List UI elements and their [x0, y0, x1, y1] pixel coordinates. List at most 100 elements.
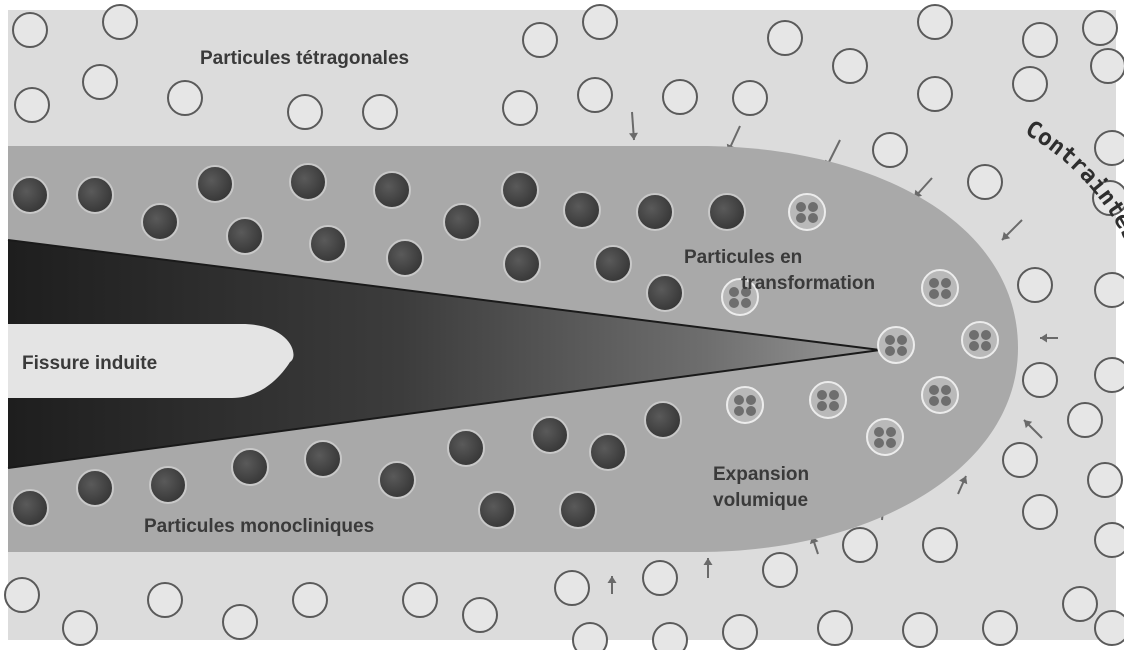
- tetragonal-particle: [583, 5, 617, 39]
- tetragonal-particle: [363, 95, 397, 129]
- tetragonal-particle: [1095, 273, 1124, 307]
- expansion-label-line2: volumique: [713, 488, 809, 514]
- transforming-particle: [922, 270, 958, 306]
- monoclinic-particle: [12, 490, 48, 526]
- tetragonal-particle: [555, 571, 589, 605]
- tetragonal-particle: [168, 81, 202, 115]
- monoclinic-particle: [290, 164, 326, 200]
- tetragonal-particle: [1088, 463, 1122, 497]
- tetragonal-particle: [1083, 11, 1117, 45]
- tetragonal-particle: [818, 611, 852, 645]
- tetragonal-particle: [1023, 23, 1057, 57]
- tetragonal-particle: [1095, 131, 1124, 165]
- transforming-particles-label: Particules en transformation: [684, 245, 875, 297]
- transforming-particle: [810, 382, 846, 418]
- tetragonal-particle: [983, 611, 1017, 645]
- expansion-label-line1: Expansion: [713, 462, 809, 488]
- tetragonal-particle: [903, 613, 937, 647]
- tetragonal-particle: [288, 95, 322, 129]
- monoclinic-particle: [595, 246, 631, 282]
- tetragonal-particle: [1023, 363, 1057, 397]
- tetragonal-particle: [1091, 49, 1124, 83]
- tetragonal-particle: [463, 598, 497, 632]
- monoclinic-particle: [504, 246, 540, 282]
- monoclinic-particle: [379, 462, 415, 498]
- monoclinic-particle: [310, 226, 346, 262]
- tetragonal-particle: [643, 561, 677, 595]
- monoclinic-particle: [77, 470, 113, 506]
- tetragonal-particle: [1095, 611, 1124, 645]
- transforming-particle: [727, 387, 763, 423]
- monoclinic-particle: [637, 194, 673, 230]
- transforming-particle: [962, 322, 998, 358]
- monoclinic-particle: [77, 177, 113, 213]
- tetragonal-particle: [918, 77, 952, 111]
- monoclinic-particle: [564, 192, 600, 228]
- tetragonal-particles-label: Particules tétragonales: [200, 49, 409, 68]
- tetragonal-particle: [833, 49, 867, 83]
- tetragonal-particle: [223, 605, 257, 639]
- tetragonal-particle: [918, 5, 952, 39]
- tetragonal-particle: [763, 553, 797, 587]
- tetragonal-particle: [148, 583, 182, 617]
- tetragonal-particle: [968, 165, 1002, 199]
- monoclinic-particle: [645, 402, 681, 438]
- tetragonal-particle: [1018, 268, 1052, 302]
- transforming-label-line2: transformation: [741, 271, 875, 297]
- tetragonal-particle: [293, 583, 327, 617]
- monoclinic-particle: [232, 449, 268, 485]
- monoclinic-particle: [560, 492, 596, 528]
- monoclinic-particle: [532, 417, 568, 453]
- monoclinic-particle: [305, 441, 341, 477]
- tetragonal-particle: [1095, 523, 1124, 557]
- tetragonal-particle: [843, 528, 877, 562]
- tetragonal-particle: [1063, 587, 1097, 621]
- tetragonal-particle: [403, 583, 437, 617]
- tetragonal-particle: [578, 78, 612, 112]
- monoclinic-particle: [709, 194, 745, 230]
- transforming-particle: [922, 377, 958, 413]
- transforming-label-line1: Particules en: [684, 245, 875, 271]
- monoclinic-particle: [479, 492, 515, 528]
- monoclinic-particle: [142, 204, 178, 240]
- tetragonal-particle: [1068, 403, 1102, 437]
- tetragonal-particle: [663, 80, 697, 114]
- tetragonal-particle: [15, 88, 49, 122]
- tetragonal-particle: [768, 21, 802, 55]
- monoclinic-particle: [227, 218, 263, 254]
- monoclinic-particle: [502, 172, 538, 208]
- tetragonal-particle: [873, 133, 907, 167]
- monoclinic-particles-label: Particules monocliniques: [144, 517, 374, 536]
- tetragonal-particle: [723, 615, 757, 649]
- monoclinic-particle: [444, 204, 480, 240]
- monoclinic-particle: [647, 275, 683, 311]
- tetragonal-particle: [103, 5, 137, 39]
- tetragonal-particle: [63, 611, 97, 645]
- transforming-particle: [867, 419, 903, 455]
- monoclinic-particle: [448, 430, 484, 466]
- tetragonal-particle: [733, 81, 767, 115]
- transforming-particle: [878, 327, 914, 363]
- tetragonal-particle: [1013, 67, 1047, 101]
- tetragonal-particle: [13, 13, 47, 47]
- transforming-particle: [789, 194, 825, 230]
- monoclinic-particle: [197, 166, 233, 202]
- tetragonal-particle: [573, 623, 607, 650]
- tetragonal-particle: [503, 91, 537, 125]
- induced-crack-label: Fissure induite: [22, 354, 157, 373]
- volume-expansion-label: Expansion volumique: [713, 462, 809, 514]
- tetragonal-particle: [923, 528, 957, 562]
- tetragonal-particle: [523, 23, 557, 57]
- monoclinic-particle: [150, 467, 186, 503]
- tetragonal-particle: [1003, 443, 1037, 477]
- tetragonal-particle: [1095, 358, 1124, 392]
- tetragonal-particle: [653, 623, 687, 650]
- tetragonal-particle: [5, 578, 39, 612]
- monoclinic-particle: [374, 172, 410, 208]
- tetragonal-particle: [1023, 495, 1057, 529]
- tetragonal-particle: [83, 65, 117, 99]
- monoclinic-particle: [12, 177, 48, 213]
- monoclinic-particle: [590, 434, 626, 470]
- monoclinic-particle: [387, 240, 423, 276]
